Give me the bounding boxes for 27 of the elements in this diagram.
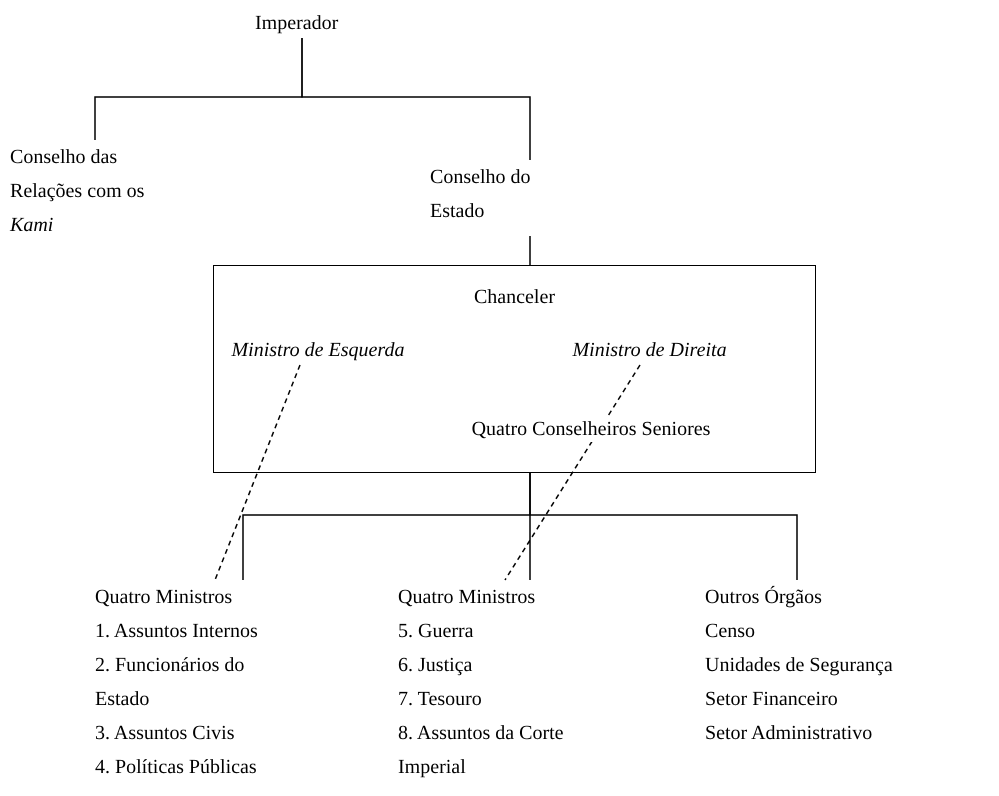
list-item: Unidades de Segurança	[705, 653, 894, 678]
list-item: 6. Justiça	[398, 653, 474, 678]
column-heading: Quatro Ministros	[398, 585, 536, 610]
org-label: Imperador	[255, 6, 365, 38]
list-item: Censo	[705, 619, 756, 644]
list-item: Setor Financeiro	[705, 687, 839, 712]
list-item: 5. Guerra	[398, 619, 475, 644]
list-item: 2. Funcionários do Estado	[95, 653, 246, 712]
list-item: 1. Assuntos Internos	[95, 619, 259, 644]
dashed-line	[504, 364, 641, 580]
org-label: Conselho das Relações com os Kami	[10, 140, 190, 248]
dashed-line	[214, 364, 301, 580]
box-label: Ministro de Esquerda	[232, 332, 502, 364]
list-item: 8. Assuntos da Corte Imperial	[398, 721, 565, 780]
connector-line	[529, 236, 531, 265]
list-item: 3. Assuntos Civis	[95, 721, 236, 746]
box-label: Ministro de Direita	[572, 332, 812, 364]
list-item: Setor Administrativo	[705, 721, 874, 746]
connector-line	[529, 473, 798, 580]
list-item: 4. Políticas Públicas	[95, 755, 258, 780]
connector-line	[301, 38, 531, 160]
column-heading: Quatro Ministros	[95, 585, 234, 610]
column-heading: Outros Órgãos	[705, 584, 823, 610]
org-label: Conselho do Estado	[430, 160, 560, 236]
box-heading: Chanceler	[472, 285, 556, 310]
org-box	[213, 265, 816, 473]
list-item: 7. Tesouro	[398, 687, 483, 712]
